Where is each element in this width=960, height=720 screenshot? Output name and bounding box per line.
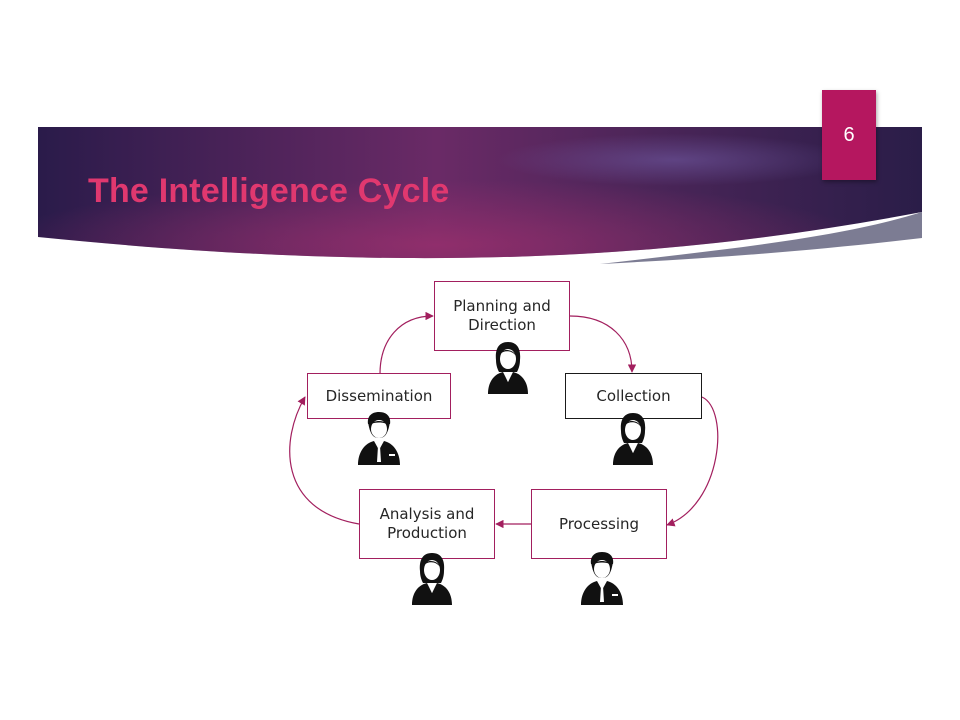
page-number-badge: 6 [822,90,876,180]
businesswoman-icon [412,553,452,605]
node-label: Dissemination [325,386,433,405]
node-label: Collection [596,386,671,405]
node-collection: Collection [565,373,702,419]
arrow-analysis-to-dissemination [289,396,360,525]
node-label: Analysis and Production [379,505,475,542]
businesswoman-icon [613,413,653,465]
node-processing: Processing [531,489,667,559]
arrow-planning-to-collection [569,315,637,373]
arrow-collection-to-processing [666,396,719,527]
banner-glow-secondary [38,127,922,259]
banner-swoosh [600,212,922,264]
arrow-dissemination-to-planning [379,311,434,375]
node-analysis-production: Analysis and Production [359,489,495,559]
slide-title: The Intelligence Cycle [88,172,450,210]
businesswoman-icon [488,342,528,394]
node-label: Processing [558,514,640,533]
node-dissemination: Dissemination [307,373,451,419]
node-label: Planning and Direction [453,297,551,334]
businessman-icon [358,412,400,465]
node-planning-direction: Planning and Direction [434,281,570,351]
businessman-icon [581,552,623,605]
